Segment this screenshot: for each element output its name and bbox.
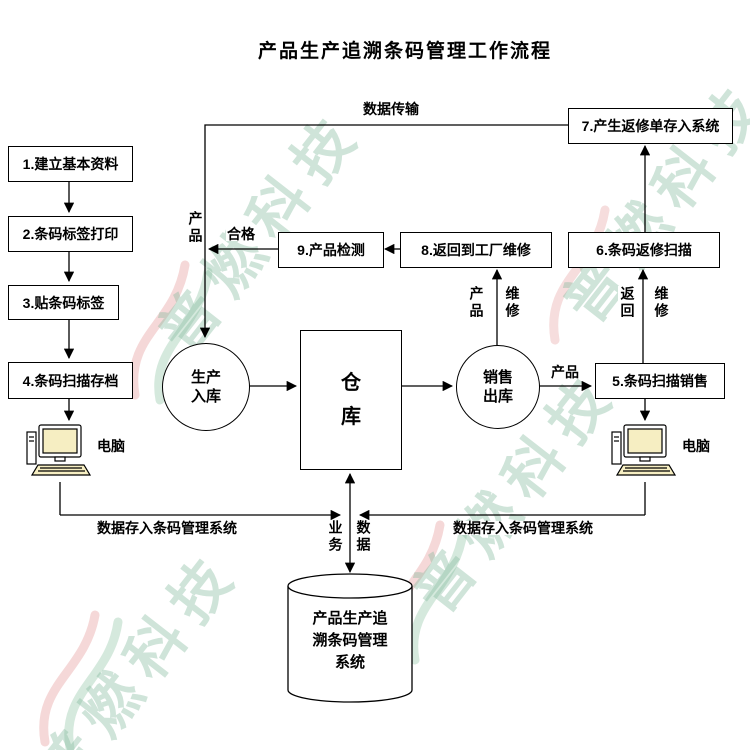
computer-label-left: 电脑 xyxy=(96,438,126,454)
edge-label-data-store-left: 数据存入条码管理系统 xyxy=(96,520,238,536)
edge-label-repair-right: 维修 xyxy=(652,286,670,320)
production-in-label-line2: 入库 xyxy=(190,388,221,405)
step-box-3: 3.贴条码标签 xyxy=(8,285,119,320)
database-label: 产品生产追 溯条码管理 系统 xyxy=(288,608,412,674)
edge-label-return-right: 返回 xyxy=(618,286,636,320)
edge-label-data-store-right: 数据存入条码管理系统 xyxy=(452,520,594,536)
sales-out-label-line2: 出库 xyxy=(482,388,513,405)
sales-out-circle: 销售 出库 xyxy=(456,345,540,429)
step-box-4: 4.条码扫描存档 xyxy=(8,362,133,399)
step-box-9: 9.产品检测 xyxy=(278,232,384,268)
database-label-line3: 系统 xyxy=(334,654,365,671)
step-box-1: 1.建立基本资料 xyxy=(8,146,133,182)
step-box-7: 7.产生返修单存入系统 xyxy=(568,108,733,144)
step-box-5: 5.条码扫描销售 xyxy=(595,363,725,399)
warehouse-char1: 仓 xyxy=(341,372,361,394)
production-in-circle: 生产 入库 xyxy=(162,343,250,431)
edge-label-product-sales: 产品 xyxy=(550,364,580,380)
computer-label-right: 电脑 xyxy=(681,438,711,454)
edge-label-repair-mid: 维修 xyxy=(503,286,521,320)
edge-label-data-transfer: 数据传输 xyxy=(362,101,420,117)
edge-label-qualified: 合格 xyxy=(226,226,256,242)
database-label-line2: 溯条码管理 xyxy=(312,632,388,649)
edge-label-product-top: 产品 xyxy=(186,211,204,245)
edge-label-product-mid: 产品 xyxy=(467,286,485,320)
step-box-6: 6.条码返修扫描 xyxy=(568,232,720,268)
computer-icon-right xyxy=(611,424,677,476)
edge-label-business: 业务 xyxy=(326,520,344,554)
edge-label-data: 数据 xyxy=(354,520,372,554)
warehouse-box: 仓 库 xyxy=(300,330,402,470)
sales-out-label-line1: 销售 xyxy=(482,369,513,386)
edge-step7-production xyxy=(199,124,568,339)
page-title: 产品生产追溯条码管理工作流程 xyxy=(258,41,553,62)
step-box-8: 8.返回到工厂维修 xyxy=(400,232,552,268)
database-label-line1: 产品生产追 xyxy=(312,610,388,627)
warehouse-char2: 库 xyxy=(341,406,361,428)
computer-icon-left xyxy=(26,424,92,476)
production-in-label-line1: 生产 xyxy=(190,369,221,386)
step-box-2: 2.条码标签打印 xyxy=(8,216,133,252)
